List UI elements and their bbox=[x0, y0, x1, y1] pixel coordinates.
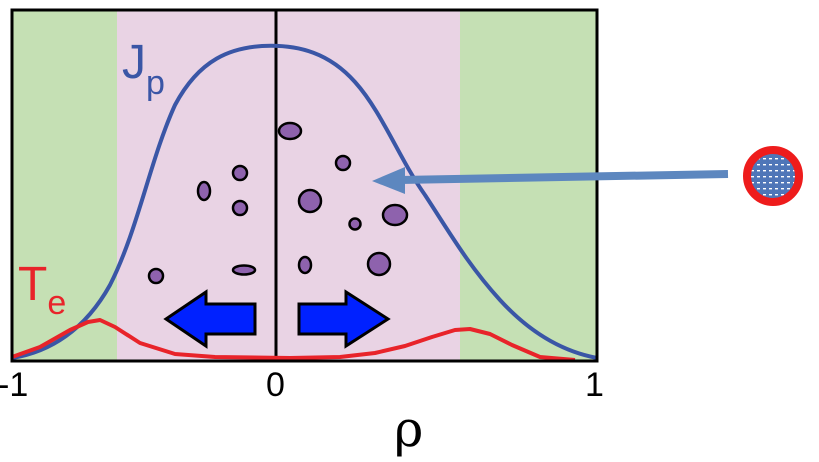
impurity-droplet bbox=[381, 203, 409, 227]
impurity-droplet bbox=[297, 255, 313, 275]
tick-label: 0 bbox=[266, 366, 285, 404]
core-region bbox=[117, 10, 460, 361]
plot-frame bbox=[10, 8, 599, 363]
impurity-droplet bbox=[231, 164, 249, 182]
impurity-droplets bbox=[147, 121, 409, 285]
left-arrow-icon bbox=[163, 289, 257, 349]
impurity-droplet bbox=[334, 154, 352, 172]
x-axis-label: ρ bbox=[394, 400, 423, 458]
impurity-droplet bbox=[231, 199, 249, 217]
impurity-droplet bbox=[277, 121, 303, 141]
injection-arrow bbox=[372, 167, 729, 194]
temperature-profile-curve bbox=[11, 318, 576, 362]
edge-region-right bbox=[460, 10, 597, 361]
impurity-droplet bbox=[196, 180, 212, 202]
current-label: Jp bbox=[122, 36, 165, 102]
impurity-droplet bbox=[147, 267, 165, 285]
impurity-droplet bbox=[297, 188, 323, 214]
current-profile-curve bbox=[11, 43, 598, 360]
impurity-droplet bbox=[366, 251, 392, 277]
impurity-droplet bbox=[348, 217, 362, 231]
pellet-icon bbox=[743, 146, 803, 206]
tick-label: -1 bbox=[0, 366, 28, 404]
right-arrow-icon bbox=[297, 289, 391, 349]
impurity-droplet bbox=[231, 264, 257, 276]
tick-label: 1 bbox=[585, 366, 604, 404]
temperature-label: Te bbox=[18, 258, 66, 322]
